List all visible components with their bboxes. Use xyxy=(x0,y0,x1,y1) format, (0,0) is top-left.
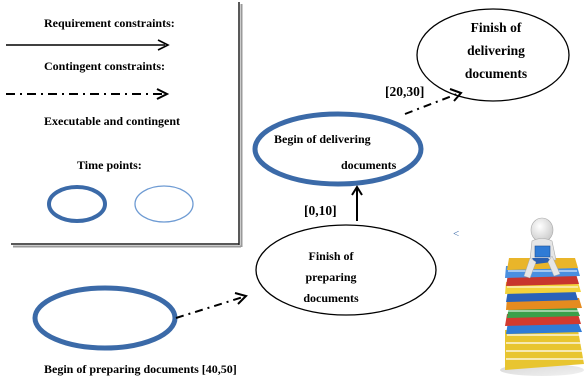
node-finish-preparing-line2: preparing xyxy=(305,270,356,284)
legend-requirement-label: Requirement constraints: xyxy=(44,16,175,30)
node-finish-delivering-line2: delivering xyxy=(467,43,525,58)
node-begin-preparing-label: Begin of preparing documents [40,50] xyxy=(44,362,237,376)
legend-contingent-label: Contingent constraints: xyxy=(44,59,165,73)
node-begin-delivering: Begin of delivering documents xyxy=(252,111,424,187)
node-finish-delivering: Finish of delivering documents xyxy=(416,8,570,102)
node-finish-delivering-line1: Finish of xyxy=(471,20,522,35)
edge-prep-begin-to-prep-finish xyxy=(175,292,248,319)
edge-deliver-begin-to-deliver-finish: [20,30] xyxy=(385,84,463,115)
document-stack-person-icon xyxy=(500,217,584,376)
node-finish-preparing-line3: documents xyxy=(303,291,359,305)
node-begin-preparing: Begin of preparing documents [40,50] xyxy=(32,285,237,376)
legend-contingent-time-point-icon xyxy=(134,185,194,223)
legend-dash-dot-arrow xyxy=(6,88,170,100)
legend-time-points-label: Time points: xyxy=(77,158,142,172)
node-begin-delivering-line2: documents xyxy=(341,158,397,172)
node-finish-preparing-line1: Finish of xyxy=(308,249,354,263)
node-finish-preparing: Finish of preparing documents xyxy=(255,224,437,316)
legend-executable-time-point-icon xyxy=(47,185,107,223)
edge-prep-finish-to-deliver-begin: [0,10] xyxy=(304,185,363,221)
edge-prep-to-deliver-label: [0,10] xyxy=(304,203,337,218)
node-finish-delivering-line3: documents xyxy=(465,66,527,81)
legend-exec-contingent-label: Executable and contingent xyxy=(44,114,180,128)
legend-solid-arrow xyxy=(6,39,170,51)
edge-deliver-to-finish-label: [20,30] xyxy=(385,84,424,99)
node-begin-delivering-line1: Begin of delivering xyxy=(274,132,371,146)
stray-chevron-mark: < xyxy=(453,228,459,240)
legend: Requirement constraints: Contingent cons… xyxy=(6,2,243,248)
